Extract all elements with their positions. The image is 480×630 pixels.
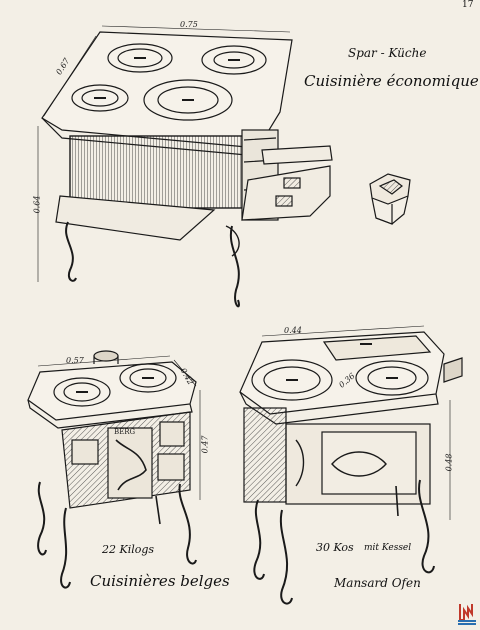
- right-stove-weight: 30 Kos: [316, 541, 354, 554]
- right-stove-weight-note: mit Kessel: [364, 543, 412, 553]
- left-stove-door-plate: BERG: [114, 428, 136, 436]
- top-stove-width-dim: 0.75: [180, 20, 198, 29]
- top-stove-title-fr: Cuisinière économique: [304, 72, 479, 90]
- right-stove-illustration: [239, 325, 463, 605]
- top-stove-title-de: Spar - Küche: [348, 46, 427, 60]
- top-stove-illustration: [37, 25, 333, 308]
- left-stove-weight: 22 Kilogs: [102, 543, 155, 556]
- top-stove-height-dim: 0.64: [32, 195, 42, 214]
- page-number: 17: [462, 0, 474, 10]
- right-stove-width-dim: 0.44: [284, 326, 302, 335]
- left-stove-width-dim: 0.57: [66, 356, 84, 365]
- right-stove-caption: Mansard Ofen: [334, 576, 421, 590]
- right-stove-height-dim: 0.48: [444, 453, 454, 472]
- firebox-vessel-illustration: [369, 173, 411, 225]
- archive-logo-icon: [456, 600, 478, 626]
- left-stove-caption: Cuisinières belges: [90, 572, 230, 590]
- left-stove-illustration: [27, 350, 201, 589]
- left-stove-height-dim: 0.47: [200, 435, 210, 454]
